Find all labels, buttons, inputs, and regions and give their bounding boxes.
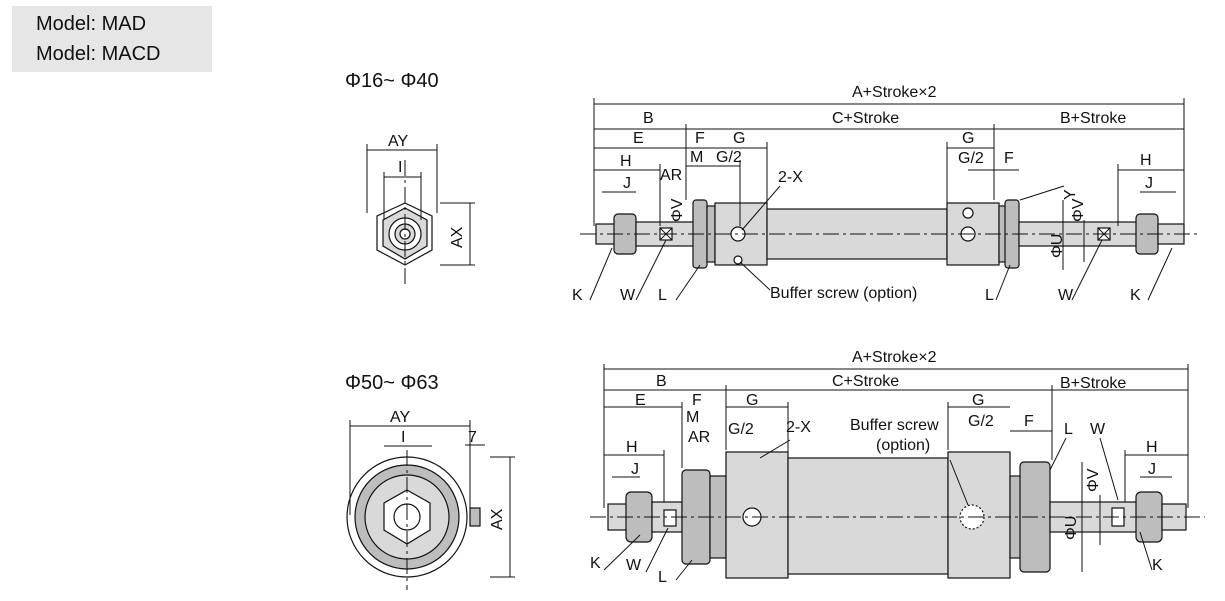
dim-label: K (1152, 557, 1163, 574)
dim-label: J (1148, 461, 1156, 478)
dim-label: G (962, 130, 974, 147)
dim-label: ΦV (1085, 468, 1102, 492)
dim-label: AY (388, 133, 408, 150)
dim-label: AR (688, 429, 710, 446)
dim-label: F (695, 130, 705, 147)
dim-label: B (656, 373, 667, 390)
dim-label: AX (489, 508, 506, 530)
dim-label: ΦU (1063, 516, 1080, 540)
dim-label: Y (1062, 189, 1079, 200)
dim-label: W (626, 557, 642, 574)
dimension-labels-large: A+Stroke×2 B C+Stroke B+Stroke E F G M H… (590, 349, 1163, 586)
dim-label: G (972, 392, 984, 409)
dim-label: AR (660, 167, 682, 184)
dim-label: A+Stroke×2 (852, 84, 937, 101)
end-view-small (366, 144, 475, 286)
bore-range-title: Φ50~ Φ63 (345, 372, 439, 394)
callout-label: Buffer screw (option) (770, 285, 917, 302)
dim-label: J (623, 175, 631, 192)
cylinder-side-view-small (580, 98, 1200, 301)
dim-label: E (633, 130, 644, 147)
dim-label: B+Stroke (1060, 375, 1126, 392)
dim-label: A+Stroke×2 (852, 349, 937, 366)
dim-label: C+Stroke (832, 373, 899, 390)
dim-label: H (1140, 152, 1152, 169)
dim-label: K (590, 555, 601, 572)
dim-label: F (692, 392, 702, 409)
dim-label: 2-X (786, 419, 811, 436)
dim-label: ΦV (669, 198, 686, 222)
dimension-labels: A+Stroke×2 B C+Stroke B+Stroke E F G H M… (572, 84, 1153, 304)
bore-range-title: Φ16~ Φ40 (345, 70, 439, 92)
dim-label: W (620, 287, 636, 304)
dim-label: L (985, 287, 994, 304)
dim-label: K (572, 287, 583, 304)
model-label-box: Model: MAD Model: MACD (12, 6, 212, 72)
dim-label: B+Stroke (1060, 110, 1126, 127)
dim-label: G (746, 392, 758, 409)
dim-label: L (1064, 421, 1073, 438)
dim-label: K (1130, 287, 1141, 304)
dim-label: G/2 (728, 421, 754, 438)
model-label: Model: MACD (36, 43, 161, 65)
callout-label: (option) (876, 437, 930, 454)
dim-label: I (398, 159, 402, 176)
dim-label: ΦV (1070, 198, 1087, 222)
dim-label: F (1004, 150, 1014, 167)
dim-label: W (1090, 421, 1106, 438)
dim-label: E (635, 392, 646, 409)
dim-label: G/2 (968, 413, 994, 430)
cylinder-side-view-large (590, 364, 1205, 581)
dim-label: H (620, 153, 632, 170)
dim-label: J (1145, 175, 1153, 192)
dim-label: C+Stroke (832, 110, 899, 127)
dim-label: W (1058, 287, 1074, 304)
dim-label: 2-X (778, 169, 803, 186)
dim-label: H (1146, 439, 1158, 456)
dim-label: G/2 (716, 149, 742, 166)
dim-label: J (631, 461, 639, 478)
callout-label: Buffer screw (850, 417, 939, 434)
dim-label: B (643, 110, 654, 127)
dim-label: M (690, 149, 703, 166)
dim-label: 7 (468, 429, 477, 446)
dim-label: ΦU (1049, 234, 1066, 258)
dim-label: AY (390, 409, 410, 426)
dim-label: G/2 (958, 150, 984, 167)
dim-label: M (686, 409, 699, 426)
dim-label: I (401, 429, 405, 446)
dim-label: AX (449, 226, 466, 248)
model-label: Model: MAD (36, 13, 147, 35)
dim-label: G (733, 130, 745, 147)
end-view-large (346, 420, 515, 590)
dim-label: L (658, 569, 667, 586)
dim-label: F (1024, 413, 1034, 430)
dim-label: L (658, 287, 667, 304)
dim-label: H (626, 439, 638, 456)
